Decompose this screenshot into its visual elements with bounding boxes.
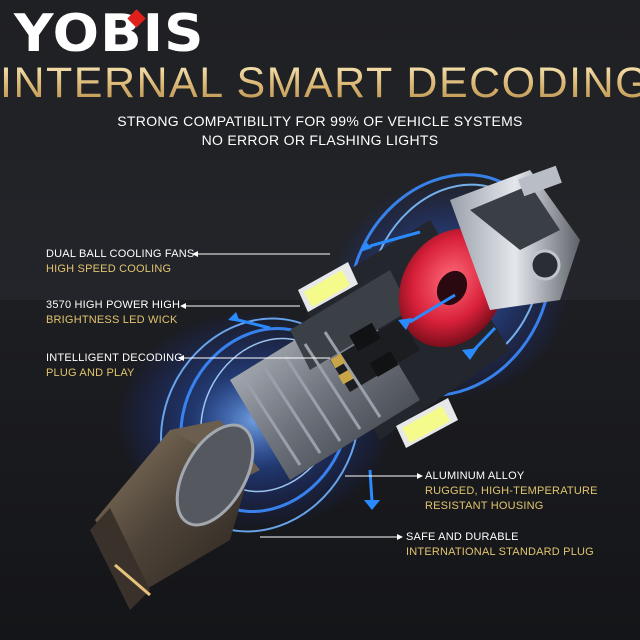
callout-subtitle: BRIGHTNESS LED WICK bbox=[46, 314, 178, 326]
decoder-chips bbox=[330, 322, 399, 385]
callout-plug: SAFE AND DURABLE INTERNATIONAL STANDARD … bbox=[406, 530, 594, 560]
callout-subtitle: RUGGED, HIGH-TEMPERATURE bbox=[425, 485, 598, 497]
callout-subtitle: INTERNATIONAL STANDARD PLUG bbox=[406, 546, 594, 558]
callout-title: SAFE AND DURABLE bbox=[406, 531, 519, 543]
callout-subtitle: HIGH SPEED COOLING bbox=[46, 263, 172, 275]
brand-logo: YOBIS bbox=[14, 4, 205, 64]
callout-title: ALUMINUM ALLOY bbox=[425, 470, 525, 482]
callout-decoding: INTELLIGENT DECODING PLUG AND PLAY bbox=[46, 351, 183, 381]
callout-subtitle: PLUG AND PLAY bbox=[46, 367, 135, 379]
callout-title: INTELLIGENT DECODING bbox=[46, 352, 184, 364]
airflow-arrows bbox=[228, 230, 497, 510]
callout-title: DUAL BALL COOLING FANS bbox=[46, 248, 195, 260]
headline: INTERNAL SMART DECODING bbox=[0, 59, 640, 107]
subheadline-compatibility: STRONG COMPATIBILITY FOR 99% OF VEHICLE … bbox=[117, 113, 523, 129]
standard-plug bbox=[90, 420, 260, 610]
fan-cap bbox=[450, 165, 580, 310]
callout-led-wick: 3570 HIGH POWER HIGH BRIGHTNESS LED WICK bbox=[46, 298, 180, 328]
callout-housing: ALUMINUM ALLOY RUGGED, HIGH-TEMPERATURE … bbox=[425, 469, 598, 514]
subheadline-no-error: NO ERROR OR FLASHING LIGHTS bbox=[201, 132, 439, 148]
callout-leader-lines bbox=[182, 253, 420, 538]
callout-cooling-fans: DUAL BALL COOLING FANS HIGH SPEED COOLIN… bbox=[46, 247, 194, 277]
callout-arrowheads bbox=[178, 251, 423, 540]
led-chips bbox=[298, 262, 458, 448]
callout-subtitle-2: RESISTANT HOUSING bbox=[425, 500, 544, 512]
callout-title: 3570 HIGH POWER HIGH bbox=[46, 299, 181, 311]
